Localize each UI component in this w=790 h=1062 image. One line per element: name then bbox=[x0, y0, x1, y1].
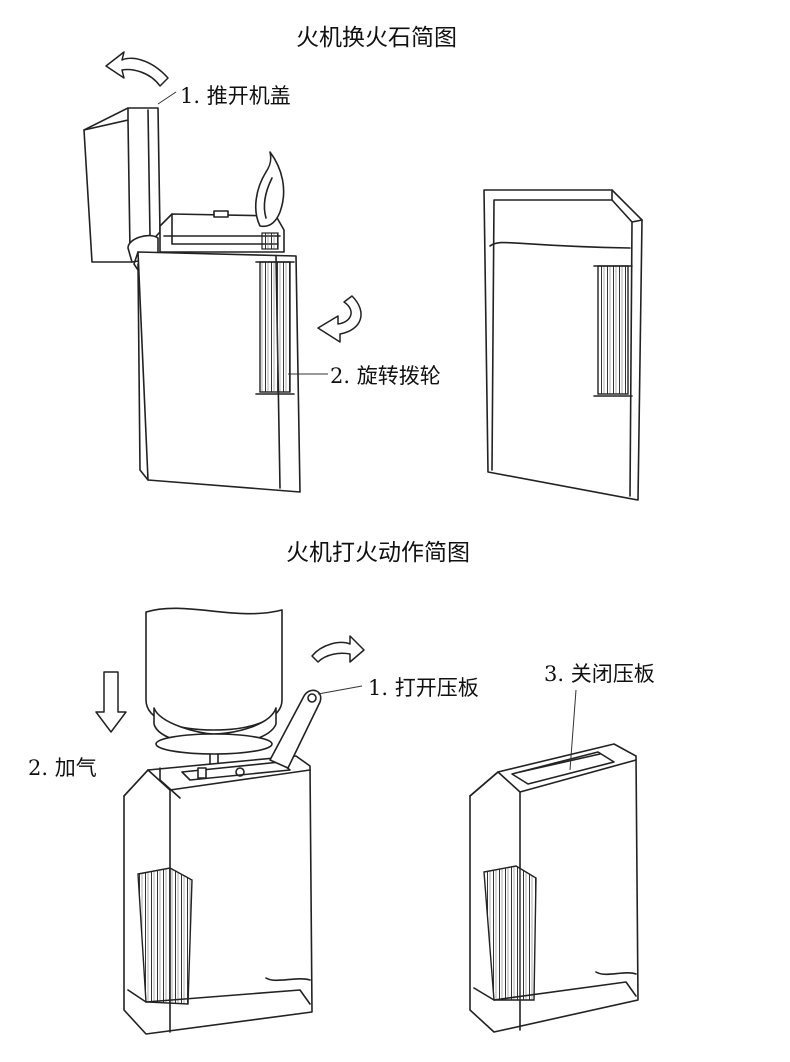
flint-wheel bbox=[259, 261, 291, 393]
open-plate-label: 1. 打开压板 bbox=[368, 676, 479, 700]
closed-lighter-figure bbox=[483, 189, 643, 501]
gas-can bbox=[145, 607, 283, 731]
pressure-plate-open bbox=[269, 689, 322, 769]
close-plate-leader bbox=[569, 689, 577, 771]
open-lighter-figure bbox=[83, 51, 362, 493]
flint-change-title: 火机换火石简图 bbox=[296, 25, 457, 51]
push-lid-arrow bbox=[105, 51, 169, 87]
add-gas-arrow bbox=[95, 671, 127, 733]
close-plate-label: 3. 关闭压板 bbox=[544, 662, 655, 686]
rotate-wheel-label: 2. 旋转拨轮 bbox=[330, 364, 441, 388]
closed-flint-wheel bbox=[597, 265, 629, 395]
open-plate-leader bbox=[317, 685, 363, 695]
closed-plate-figure bbox=[469, 689, 639, 1033]
refill-flint-wheel bbox=[137, 867, 193, 1005]
rotate-wheel-arrow bbox=[317, 295, 362, 343]
add-gas-label: 2. 加气 bbox=[28, 756, 97, 780]
refill-title: 火机打火动作简图 bbox=[286, 540, 470, 566]
open-lid-leader bbox=[157, 91, 177, 105]
flame-icon bbox=[254, 151, 285, 228]
pressure-plate-closed bbox=[511, 751, 615, 785]
refill-lighter-figure bbox=[95, 607, 365, 1035]
open-lid-label: 1. 推开机盖 bbox=[180, 84, 291, 108]
plate-closed-flint-wheel bbox=[483, 865, 537, 1001]
open-plate-arrow bbox=[311, 635, 365, 663]
